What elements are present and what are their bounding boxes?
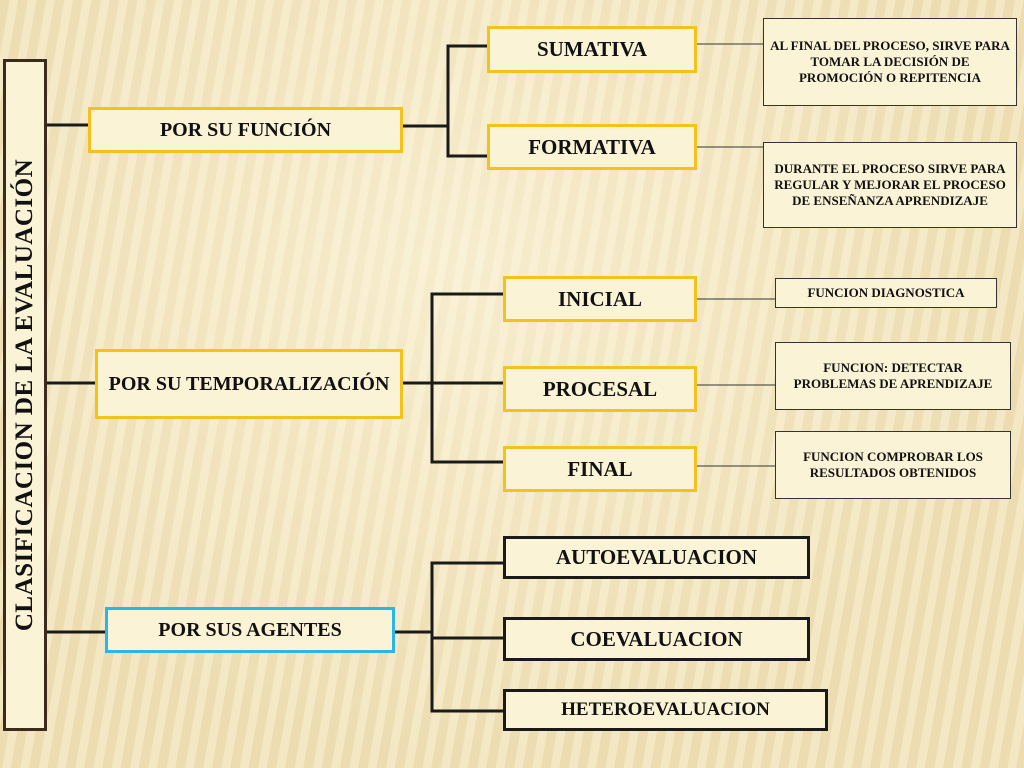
- diagram-title-text: CLASIFICACION DE LA EVALUACIÓN: [11, 158, 38, 632]
- category-por-sus-agentes: POR SUS AGENTES: [105, 607, 395, 653]
- diagram-title: CLASIFICACION DE LA EVALUACIÓN: [3, 59, 47, 731]
- type-procesal: PROCESAL: [503, 366, 697, 412]
- type-heteroevaluacion: HETEROEVALUACION: [503, 689, 828, 731]
- desc-sumativa: AL FINAL DEL PROCESO, SIRVE PARA TOMAR L…: [763, 18, 1017, 106]
- type-inicial: INICIAL: [503, 276, 697, 322]
- desc-final: FUNCION COMPROBAR LOS RESULTADOS OBTENID…: [775, 431, 1011, 499]
- desc-formativa: DURANTE EL PROCESO SIRVE PARA REGULAR Y …: [763, 142, 1017, 228]
- type-coevaluacion: COEVALUACION: [503, 617, 810, 661]
- type-autoevaluacion: AUTOEVALUACION: [503, 536, 810, 579]
- desc-procesal: FUNCION: DETECTAR PROBLEMAS DE APRENDIZA…: [775, 342, 1011, 410]
- type-formativa: FORMATIVA: [487, 124, 697, 170]
- category-por-su-funcion: POR SU FUNCIÓN: [88, 107, 403, 153]
- type-sumativa: SUMATIVA: [487, 26, 697, 73]
- desc-inicial: FUNCION DIAGNOSTICA: [775, 278, 997, 308]
- category-por-su-temporalizacion: POR SU TEMPORALIZACIÓN: [95, 349, 403, 419]
- type-final: FINAL: [503, 446, 697, 492]
